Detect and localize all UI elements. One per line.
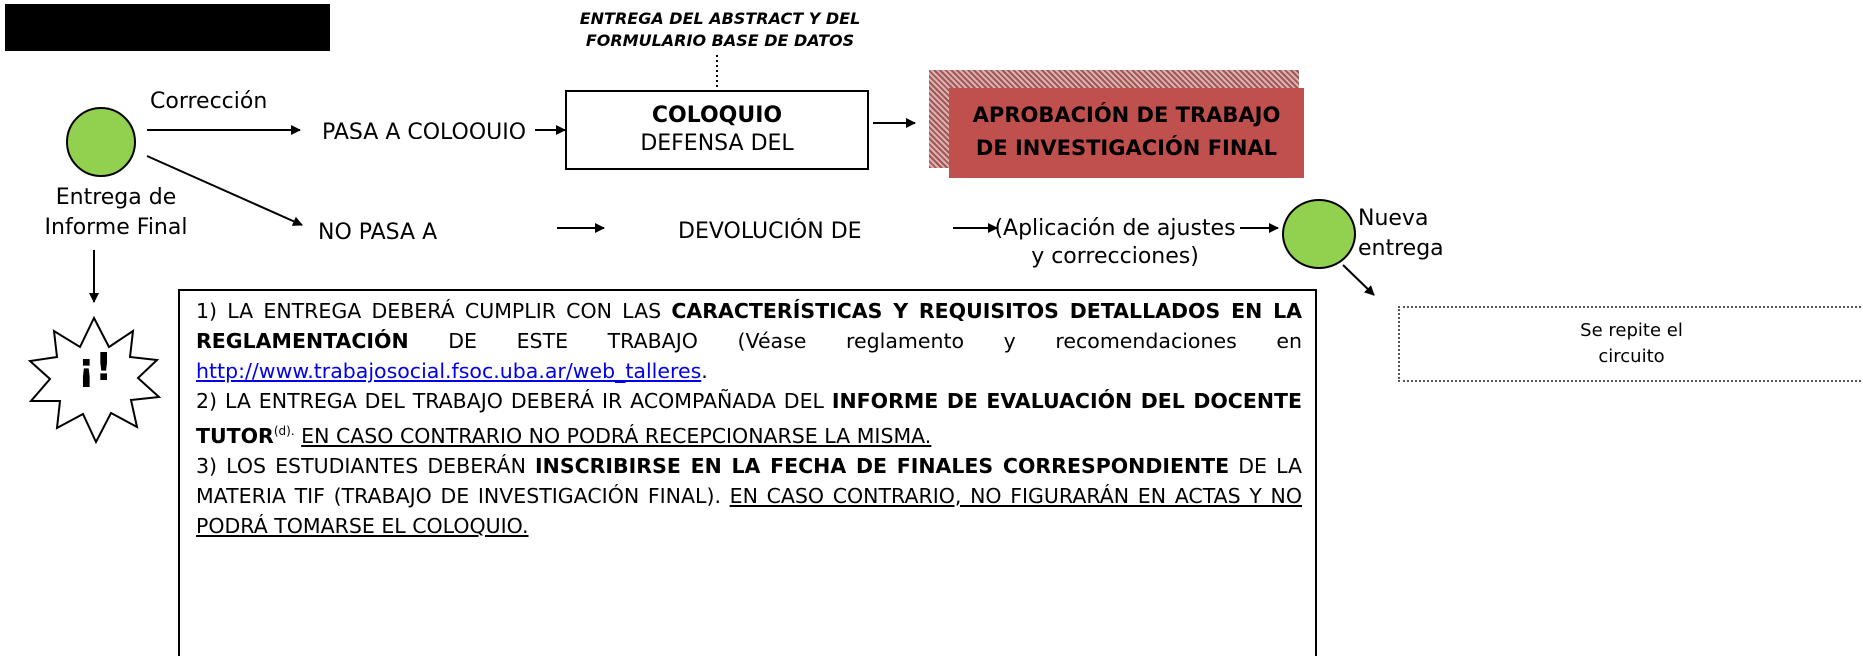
ajustes-line-1: (Aplicación de ajustes bbox=[994, 216, 1236, 241]
arrow-to-no-pasa bbox=[146, 155, 303, 226]
coloquio-subtitle: DEFENSA DEL bbox=[640, 131, 794, 156]
arrow-to-repite bbox=[1342, 264, 1375, 296]
alert-starburst bbox=[27, 315, 162, 445]
req3-underlined: EN CASO CONTRARIO, NO FIGURARÁN EN ACTAS… bbox=[196, 483, 1302, 538]
req2-text-a: 2) LA ENTREGA DEL TRABAJO DEBERÁ IR ACOM… bbox=[196, 389, 832, 413]
req1-text-c: DE ESTE TRABAJO (Véase reglamento y reco… bbox=[408, 329, 1302, 353]
nueva-line-2: entrega bbox=[1358, 236, 1444, 261]
aprobacion-line-1: APROBACIÓN DE TRABAJO bbox=[972, 103, 1281, 127]
coloquio-title: COLOQUIO bbox=[651, 103, 783, 128]
req3-text-a: 3) LOS ESTUDIANTES DEBERÁN bbox=[196, 453, 536, 478]
req1-bold: CARACTERÍSTICAS Y REQUISITOS DETALLADOS … bbox=[196, 299, 1302, 353]
alert-symbol: ¡! bbox=[77, 345, 113, 389]
ajustes-line-2: y correcciones) bbox=[1031, 244, 1199, 269]
req1-text-a: 1) LA ENTREGA DEBERÁ CUMPLIR CON LAS bbox=[196, 299, 672, 323]
abstract-note-line-2: FORMULARIO BASE DE DATOS bbox=[585, 31, 855, 50]
entrega-label-line-2: Informe Final bbox=[44, 215, 188, 240]
reglamento-link[interactable]: http://www.trabajosocial.fsoc.uba.ar/web… bbox=[196, 359, 702, 383]
nueva-line-1: Nueva bbox=[1358, 206, 1429, 231]
abstract-note-line-1: ENTREGA DEL ABSTRACT Y DEL bbox=[579, 9, 861, 28]
req2-underlined: EN CASO CONTRARIO NO PODRÁ RECEPCIONARSE… bbox=[301, 423, 932, 448]
requirements-text: 1) LA ENTREGA DEBERÁ CUMPLIR CON LAS CAR… bbox=[196, 296, 1302, 541]
aprobacion-line-2: DE INVESTIGACIÓN FINAL bbox=[975, 136, 1278, 160]
nueva-entrega-label: Nueva entrega bbox=[1358, 204, 1444, 264]
abstract-delivery-note: ENTREGA DEL ABSTRACT Y DEL FORMULARIO BA… bbox=[560, 8, 880, 52]
start-node-circle bbox=[66, 107, 136, 177]
repite-circuito-box: Se repite el circuito bbox=[1398, 306, 1863, 382]
entrega-label: Entrega de Informe Final bbox=[36, 183, 196, 243]
req1-text-d: . bbox=[701, 359, 708, 383]
req3-text-c: DE LA MATERIA TIF (TRABAJO DE INVESTIGAC… bbox=[196, 453, 1303, 508]
req2-bold: INFORME DE EVALUACIÓN DEL DOCENTE TUTOR bbox=[196, 389, 1302, 448]
repite-line-1: Se repite el bbox=[1580, 320, 1683, 341]
aprobacion-box: APROBACIÓN DE TRABAJO DE INVESTIGACIÓN F… bbox=[949, 88, 1304, 178]
redacted-title-bar bbox=[5, 4, 330, 51]
pasa-coloquio-label: PASA A COLOQUIO bbox=[322, 120, 527, 139]
devolucion-label: DEVOLUCIÓN DE bbox=[678, 219, 862, 244]
req3-bold: INSCRIBIRSE EN LA FECHA DE FINALES CORRE… bbox=[535, 453, 1230, 478]
ajustes-label: (Aplicación de ajustes y correcciones) bbox=[980, 215, 1250, 271]
entrega-label-line-1: Entrega de bbox=[55, 185, 177, 210]
requirements-box bbox=[178, 289, 1317, 656]
repite-line-2: circuito bbox=[1598, 346, 1665, 367]
coloquio-box: COLOQUIO DEFENSA DEL bbox=[565, 90, 869, 170]
nueva-entrega-circle bbox=[1282, 199, 1356, 269]
correccion-label: Corrección bbox=[150, 89, 268, 114]
req2-superscript: (d). bbox=[273, 424, 295, 438]
no-pasa-label: NO PASA A bbox=[318, 220, 438, 241]
